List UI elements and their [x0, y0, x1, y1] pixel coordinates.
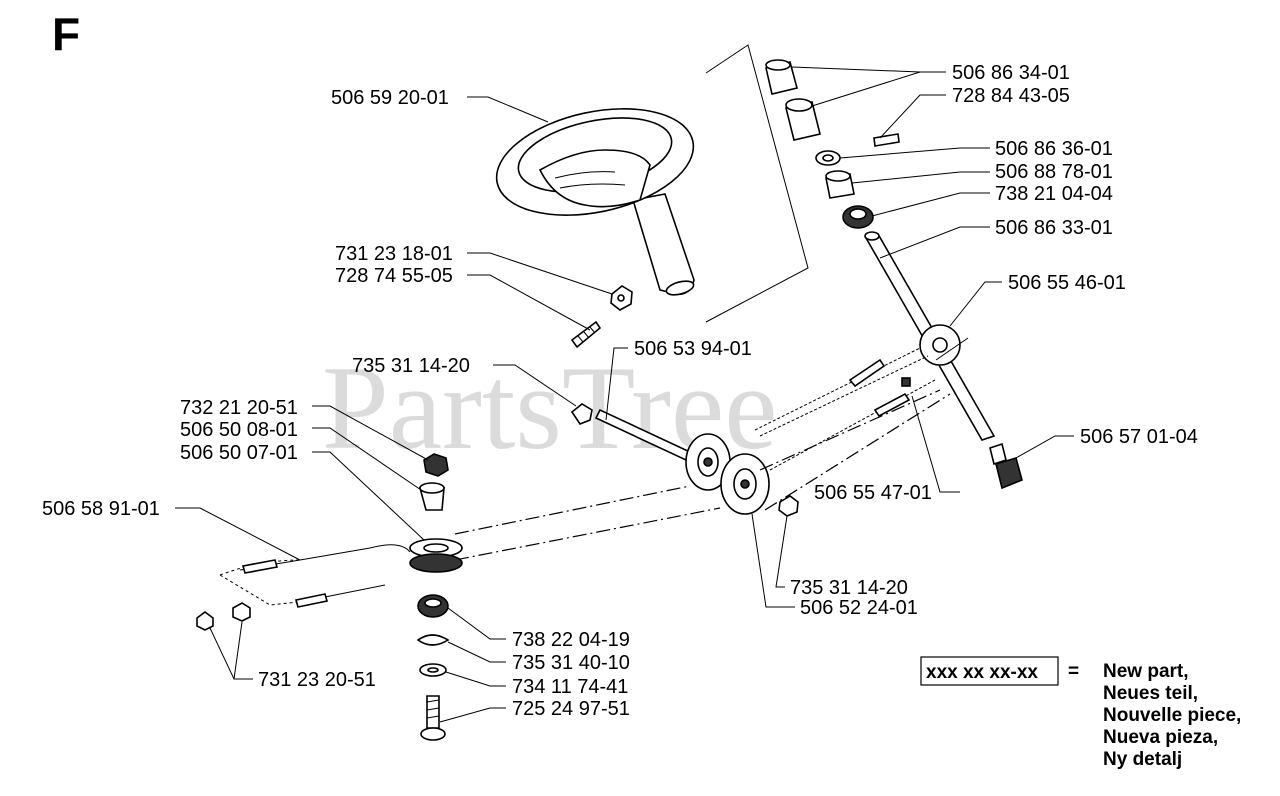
label-506-88-78-01: 506 88 78-01	[995, 161, 1113, 183]
steering-wheel-drawing	[495, 44, 809, 349]
pulleys-drawing	[570, 403, 799, 517]
label-728-74-55-05: 728 74 55-05	[335, 265, 453, 287]
legend-line-1: New part,	[1103, 661, 1189, 682]
label-725-24-97-51: 725 24 97-51	[512, 698, 630, 720]
legend: xxx xx xx-xx = New part, Neues teil, Nou…	[920, 656, 1241, 770]
legend-line-3: Nouvelle piece,	[1103, 705, 1241, 726]
label-506-53-94-01: 506 53 94-01	[634, 338, 752, 360]
leader-lines	[175, 66, 1074, 723]
label-506-50-07-01: 506 50 07-01	[180, 442, 298, 464]
label-734-11-74-41: 734 11 74-41	[512, 676, 628, 698]
steering-column-drawing	[765, 59, 1023, 490]
label-735-31-14-20-bottom: 735 31 14-20	[790, 577, 908, 599]
section-letter: F	[52, 8, 80, 60]
label-735-31-40-10: 735 31 40-10	[512, 652, 630, 674]
part-labels: 506 59 20-01 731 23 18-01 728 74 55-05 5…	[42, 62, 1198, 720]
legend-sample-box	[920, 656, 1059, 686]
label-506-52-24-01: 506 52 24-01	[800, 597, 918, 619]
label-731-23-18-01: 731 23 18-01	[335, 243, 453, 265]
legend-sample: xxx xx xx-xx	[926, 662, 1038, 683]
legend-line-4: Nueva pieza,	[1103, 727, 1218, 748]
lower-stack-drawing	[196, 453, 463, 741]
label-738-22-04-19: 738 22 04-19	[512, 629, 630, 651]
label-506-59-20-01: 506 59 20-01	[331, 87, 449, 109]
label-506-86-33-01: 506 86 33-01	[995, 217, 1113, 239]
label-506-55-46-01: 506 55 46-01	[1008, 272, 1126, 294]
legend-equals: =	[1068, 661, 1079, 682]
legend-line-2: Neues teil,	[1103, 683, 1198, 704]
label-506-55-47-01: 506 55 47-01	[814, 482, 932, 504]
label-735-31-14-20-top: 735 31 14-20	[352, 355, 470, 377]
label-731-23-20-51: 731 23 20-51	[258, 669, 376, 691]
label-506-86-34-01: 506 86 34-01	[952, 62, 1070, 84]
legend-line-5: Ny detalj	[1103, 749, 1182, 770]
label-506-58-91-01: 506 58 91-01	[42, 498, 160, 520]
label-732-21-20-51: 732 21 20-51	[180, 397, 298, 419]
chain-and-cables	[754, 337, 969, 471]
label-738-21-04-04: 738 21 04-04	[995, 183, 1113, 205]
label-506-86-36-01: 506 86 36-01	[995, 138, 1113, 160]
label-506-50-08-01: 506 50 08-01	[180, 419, 298, 441]
label-728-84-43-05: 728 84 43-05	[952, 85, 1070, 107]
label-506-57-01-04: 506 57 01-04	[1080, 426, 1198, 448]
